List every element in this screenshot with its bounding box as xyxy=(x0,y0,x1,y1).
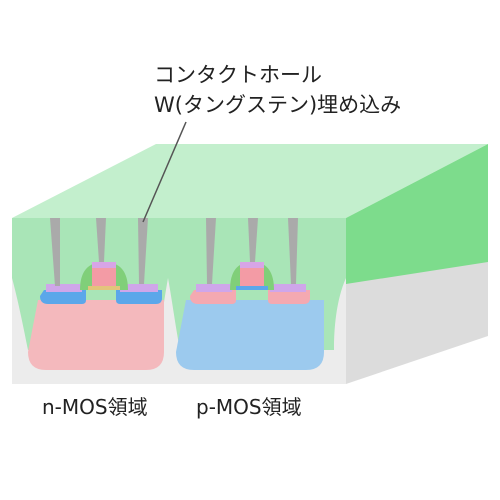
nmos-well xyxy=(28,300,164,370)
nmos-drain-diffusion xyxy=(116,290,162,304)
callout-leader-line xyxy=(142,121,187,223)
pmos-gate-top xyxy=(240,262,264,268)
tungsten-plug xyxy=(248,218,258,262)
tungsten-plug xyxy=(50,218,60,286)
nmos-gate-top xyxy=(92,262,116,268)
nmos-region-label: n-MOS領域 xyxy=(42,395,148,419)
oxide-side-face xyxy=(346,144,488,284)
tungsten-plugs xyxy=(50,218,298,286)
nmos-gate-poly xyxy=(92,266,116,286)
nmos-gate-oxide xyxy=(88,286,120,290)
nmos-source-diffusion xyxy=(40,290,86,304)
pmos-gate xyxy=(230,262,274,290)
pmos-well xyxy=(176,300,324,370)
pmos-drain-contact-pad xyxy=(270,284,306,292)
pmos-gate-oxide xyxy=(236,286,268,290)
pmos-drain-diffusion xyxy=(268,290,310,304)
pmos-source-diffusion xyxy=(190,290,236,304)
callout-line-2: W(タングステン)埋め込み xyxy=(154,93,401,117)
pmos-source-contact-pad xyxy=(196,284,232,292)
nmos-drain-contact-pad xyxy=(120,284,158,292)
oxide-top-face xyxy=(12,144,488,218)
tungsten-plug xyxy=(138,218,148,284)
tungsten-plug xyxy=(206,218,216,284)
pmos-region-label: p-MOS領域 xyxy=(196,395,302,419)
nmos-source-contact-pad xyxy=(46,284,82,292)
pmos-gate-poly xyxy=(240,266,264,286)
tungsten-plug xyxy=(96,218,106,262)
tungsten-plug xyxy=(288,218,298,284)
nmos-gate xyxy=(80,262,128,290)
callout-line-1: コンタクトホール xyxy=(154,63,322,87)
